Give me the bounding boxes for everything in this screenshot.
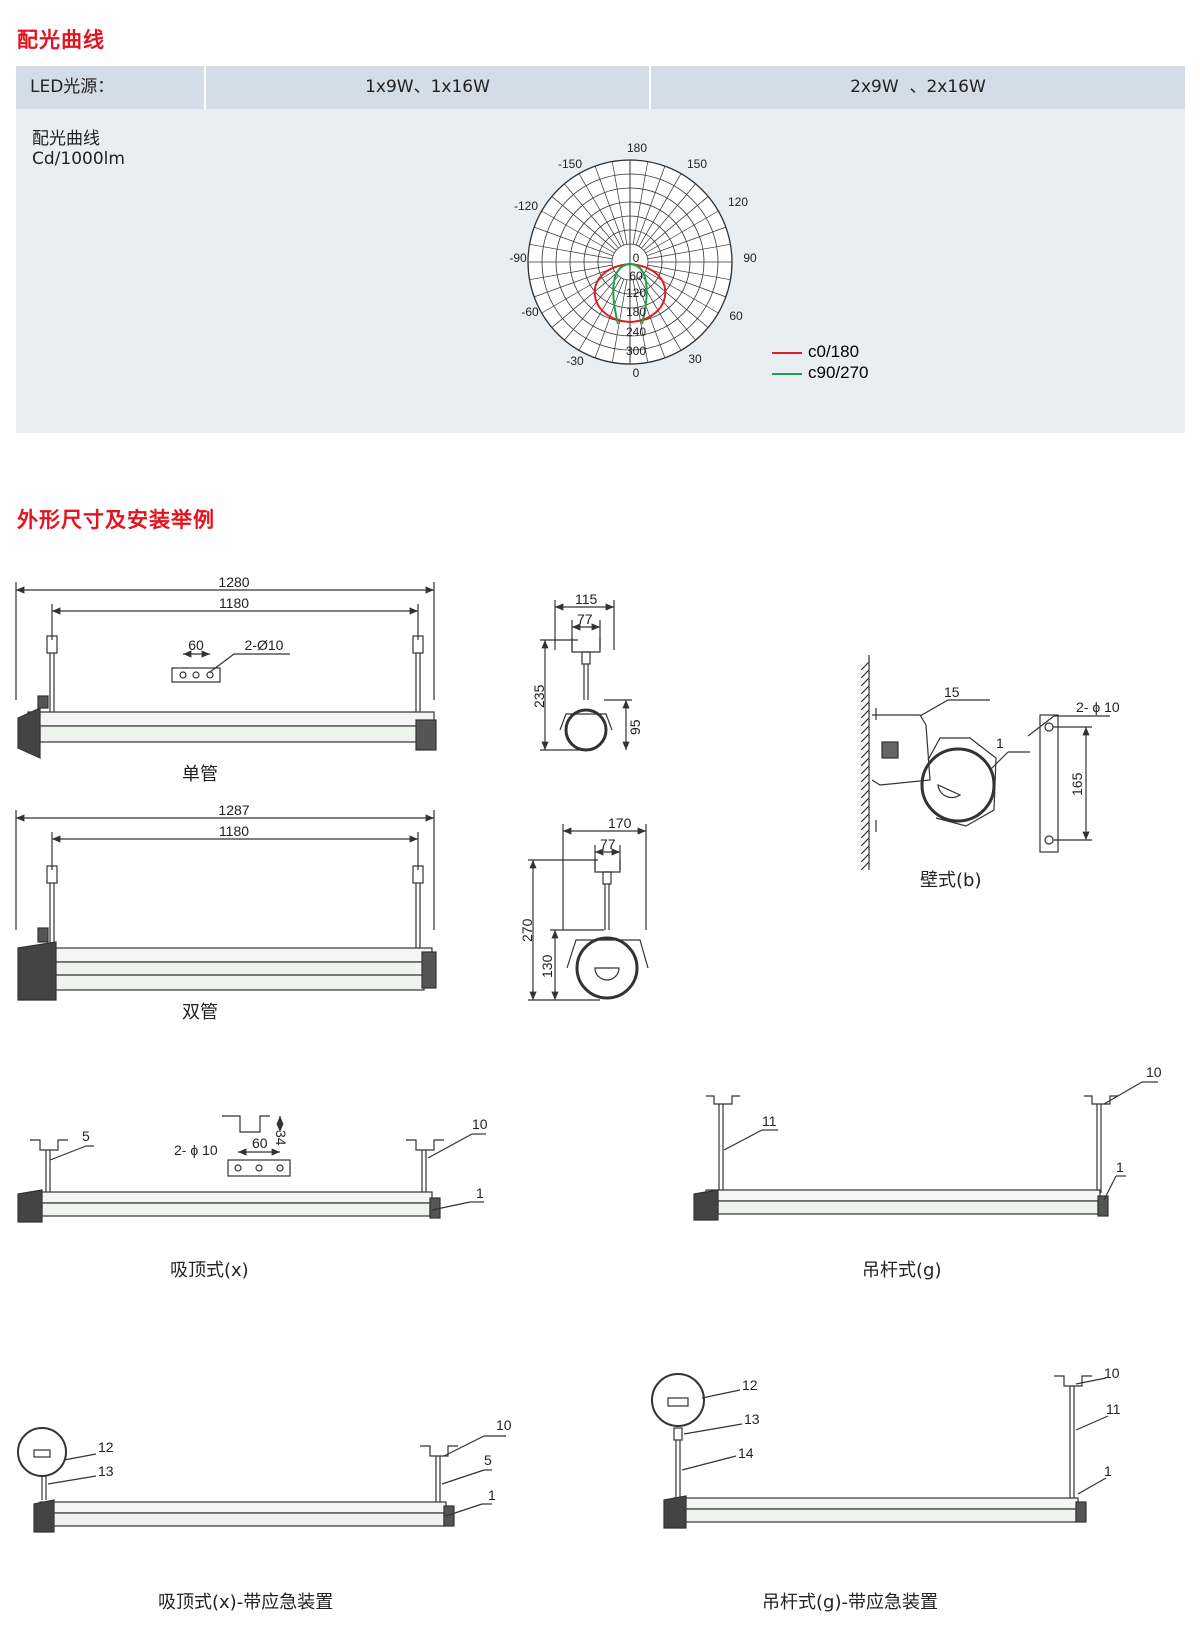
- ceiling-callout-1: 1: [476, 1185, 484, 1201]
- angle-m90: -90: [509, 251, 527, 265]
- ceiling-em-callout-12: 12: [98, 1439, 114, 1455]
- ceiling-bend-dim: 34: [273, 1130, 289, 1146]
- wall-callout-1: 1: [996, 735, 1004, 751]
- angle-m30: -30: [566, 354, 584, 368]
- ceiling-em-callout-13: 13: [98, 1463, 114, 1479]
- pendant-emergency-caption: 吊杆式(g)-带应急装置: [762, 1592, 938, 1613]
- angle-0: 0: [633, 366, 640, 380]
- pendant-caption: 吊杆式(g): [862, 1260, 942, 1281]
- radial-180: 180: [626, 305, 646, 319]
- ceiling-emergency-caption: 吸顶式(x)-带应急装置: [158, 1592, 334, 1613]
- angle-180: 180: [627, 141, 647, 155]
- wall-caption: 壁式(b): [920, 870, 982, 891]
- single-side-inner: 77: [577, 611, 593, 627]
- legend-c0-label: c0/180: [808, 342, 859, 361]
- double-tube-front-view: [15, 810, 437, 1001]
- double-tube-caption: 双管: [182, 1002, 218, 1023]
- double-tube-side-view: [528, 824, 649, 1001]
- photometric-section-title: 配光曲线: [17, 28, 105, 52]
- ceiling-callout-10: 10: [472, 1116, 488, 1132]
- pendant-em-callout-11: 11: [1106, 1401, 1121, 1417]
- ceiling-em-callout-5: 5: [484, 1452, 492, 1468]
- curve-label: 配光曲线: [32, 129, 100, 149]
- angle-60: 60: [729, 309, 743, 323]
- single-side-height: 235: [531, 684, 547, 708]
- radial-300: 300: [626, 344, 646, 358]
- polar-grid: [527, 159, 733, 365]
- ceiling-emergency-view: [17, 1427, 506, 1533]
- single-tube-side-view: [540, 600, 632, 752]
- pendant-em-callout-12: 12: [742, 1377, 758, 1393]
- double-span-dim: 1180: [219, 823, 249, 839]
- radial-0: 0: [633, 251, 640, 265]
- single-power-cell: 1x9W、1x16W: [365, 77, 490, 97]
- ceiling-pitch-dim: 60: [252, 1135, 268, 1151]
- radial-120: 120: [626, 286, 646, 300]
- double-power-cell: 2x9W 、2x16W: [850, 77, 986, 97]
- pendant-callout-1: 1: [1116, 1159, 1124, 1175]
- radial-60: 60: [629, 269, 643, 283]
- pendant-mount-view: [693, 1081, 1158, 1221]
- single-overall-dim: 1280: [218, 574, 249, 590]
- photometric-header-row: LED光源： 1x9W、1x16W 2x9W 、2x16W: [16, 66, 1185, 109]
- c90-curve: [612, 263, 648, 325]
- ceiling-em-callout-1: 1: [488, 1487, 496, 1503]
- pendant-emergency-view: [651, 1373, 1109, 1529]
- curve-unit-label: Cd/1000lm: [32, 149, 125, 169]
- pendant-em-callout-13: 13: [744, 1411, 760, 1427]
- double-side-width: 170: [608, 815, 632, 831]
- led-source-label: LED光源：: [30, 77, 115, 97]
- double-side-height: 270: [519, 918, 535, 942]
- angle-m150: -150: [558, 157, 582, 171]
- single-tube-front-view: [15, 582, 437, 759]
- single-side-body: 95: [627, 719, 643, 735]
- radial-240: 240: [626, 325, 646, 339]
- pendant-callout-11: 11: [762, 1113, 777, 1129]
- polar-diagram: 180 150 -150 120 -120 90 -90 60 -60 30 -…: [509, 141, 869, 382]
- dimensions-section-title: 外形尺寸及安装举例: [17, 508, 215, 532]
- angle-m60: -60: [521, 305, 539, 319]
- single-hole-dim: 2-Ø10: [245, 637, 284, 653]
- wall-hole-dim: 2- ϕ 10: [1076, 699, 1120, 715]
- pendant-callout-10: 10: [1146, 1064, 1162, 1080]
- double-side-inner: 77: [600, 836, 616, 852]
- ceiling-callout-5: 5: [82, 1128, 90, 1144]
- double-side-body: 130: [539, 954, 555, 978]
- double-overall-dim: 1287: [218, 802, 249, 818]
- c0-curve: [593, 262, 667, 324]
- legend-c90-label: c90/270: [808, 363, 869, 382]
- pendant-em-callout-14: 14: [738, 1445, 754, 1461]
- ceiling-em-callout-10: 10: [496, 1417, 512, 1433]
- technical-drawings: 1280 1180 60 2-Ø10 115 77 235 95: [15, 574, 1162, 1533]
- angle-30: 30: [688, 352, 702, 366]
- single-tube-caption: 单管: [182, 764, 218, 785]
- angle-120: 120: [728, 195, 748, 209]
- wall-spacing-dim: 165: [1069, 772, 1085, 796]
- pendant-em-callout-10: 10: [1104, 1365, 1120, 1381]
- ceiling-hole-dim: 2- ϕ 10: [174, 1142, 218, 1158]
- angle-90: 90: [743, 251, 757, 265]
- angle-150: 150: [687, 157, 707, 171]
- wall-mount-view: [860, 655, 1110, 871]
- single-side-width: 115: [575, 591, 598, 607]
- ceiling-mount-view: [17, 1115, 486, 1223]
- wall-callout-15: 15: [944, 684, 960, 700]
- pendant-em-callout-1: 1: [1104, 1463, 1112, 1479]
- single-pitch-dim: 60: [188, 637, 204, 653]
- angle-m120: -120: [514, 199, 538, 213]
- single-span-dim: 1180: [219, 595, 249, 611]
- ceiling-caption: 吸顶式(x): [170, 1260, 249, 1281]
